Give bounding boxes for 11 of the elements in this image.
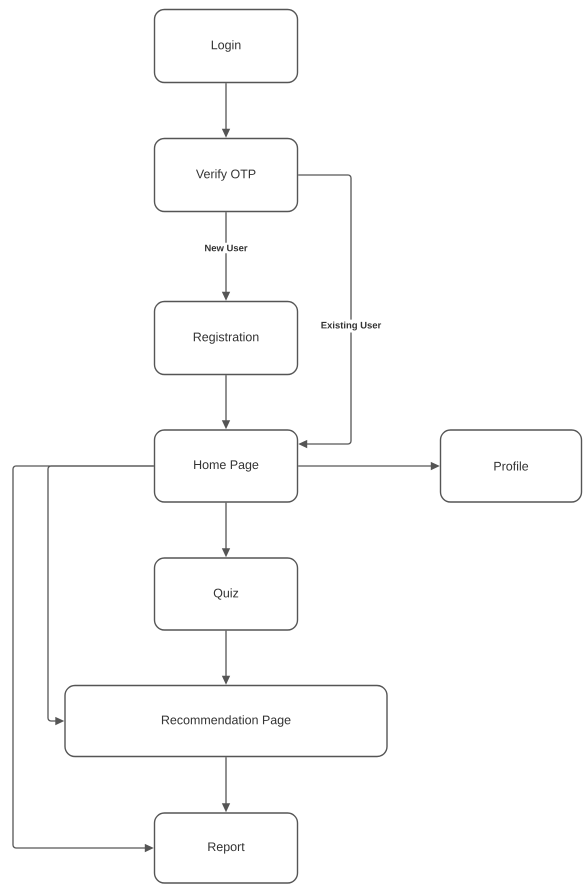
process-box: Login <box>154 8 298 84</box>
edge-label: New User <box>202 242 250 254</box>
process-box: Quiz <box>154 557 298 631</box>
process-box: Report <box>154 812 298 884</box>
process-box: Registration <box>154 300 298 376</box>
process-box: Verify OTP <box>154 138 298 212</box>
process-box: Recommendation Page <box>64 684 388 758</box>
process-box: Profile <box>440 429 582 503</box>
arrow <box>298 174 352 448</box>
edge-label: Existing User <box>318 320 384 332</box>
process-box: Home Page <box>154 429 298 503</box>
